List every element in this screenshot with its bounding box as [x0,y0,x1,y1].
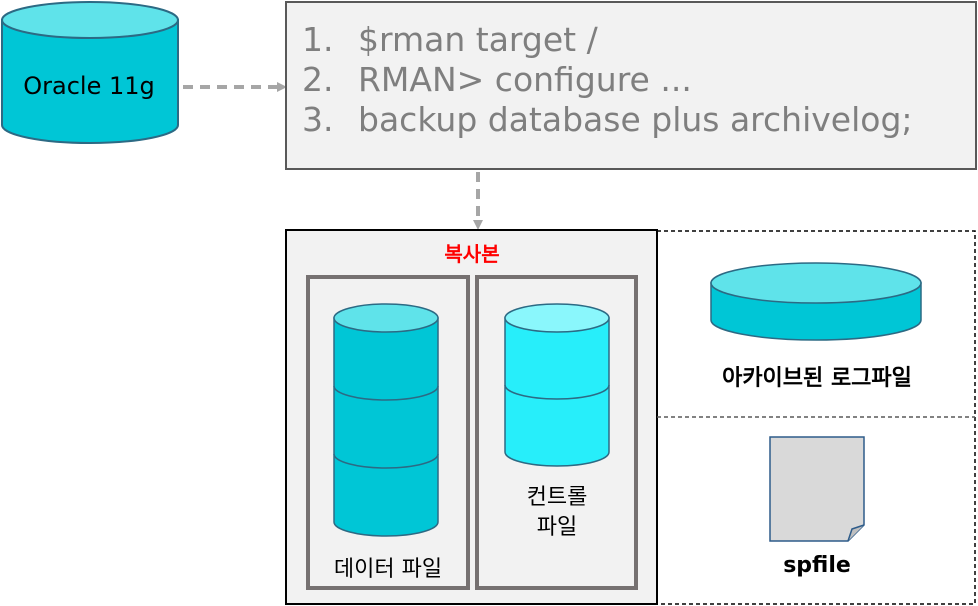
command-line-2: 2. RMAN> configure ... [302,60,913,100]
datafile-cylinder-icon [333,303,439,537]
command-number: 1. [302,20,334,59]
command-text: backup database plus archivelog; [358,100,913,139]
controlfile-box [475,275,638,590]
command-number: 3. [302,100,334,139]
command-list: 1. $rman target / 2. RMAN> configure ... 3… [302,20,913,140]
archivelog-disc-icon [710,262,922,341]
spfile-document-icon [769,436,865,542]
command-line-1: 1. $rman target / [302,20,913,60]
other-files-box [657,230,976,605]
command-number: 2. [302,60,334,99]
datafile-label: 데이터 파일 [333,557,443,582]
oracle-db-cylinder-icon [0,1,179,144]
controlfile-cylinder-icon [504,303,610,467]
command-text: RMAN> configure ... [358,60,692,99]
command-line-3: 3. backup database plus archivelog; [302,100,913,140]
spfile-label: spfile [783,553,851,578]
backup-copy-title: 복사본 [444,242,500,266]
command-text: $rman target / [358,20,598,59]
controlfile-label: 컨트롤 파일 [526,485,588,540]
oracle-db-label: Oracle 11g [23,72,155,100]
archivelog-label: 아카이브된 로그파일 [722,366,912,391]
datafile-box [306,275,470,590]
command-box [285,1,977,170]
